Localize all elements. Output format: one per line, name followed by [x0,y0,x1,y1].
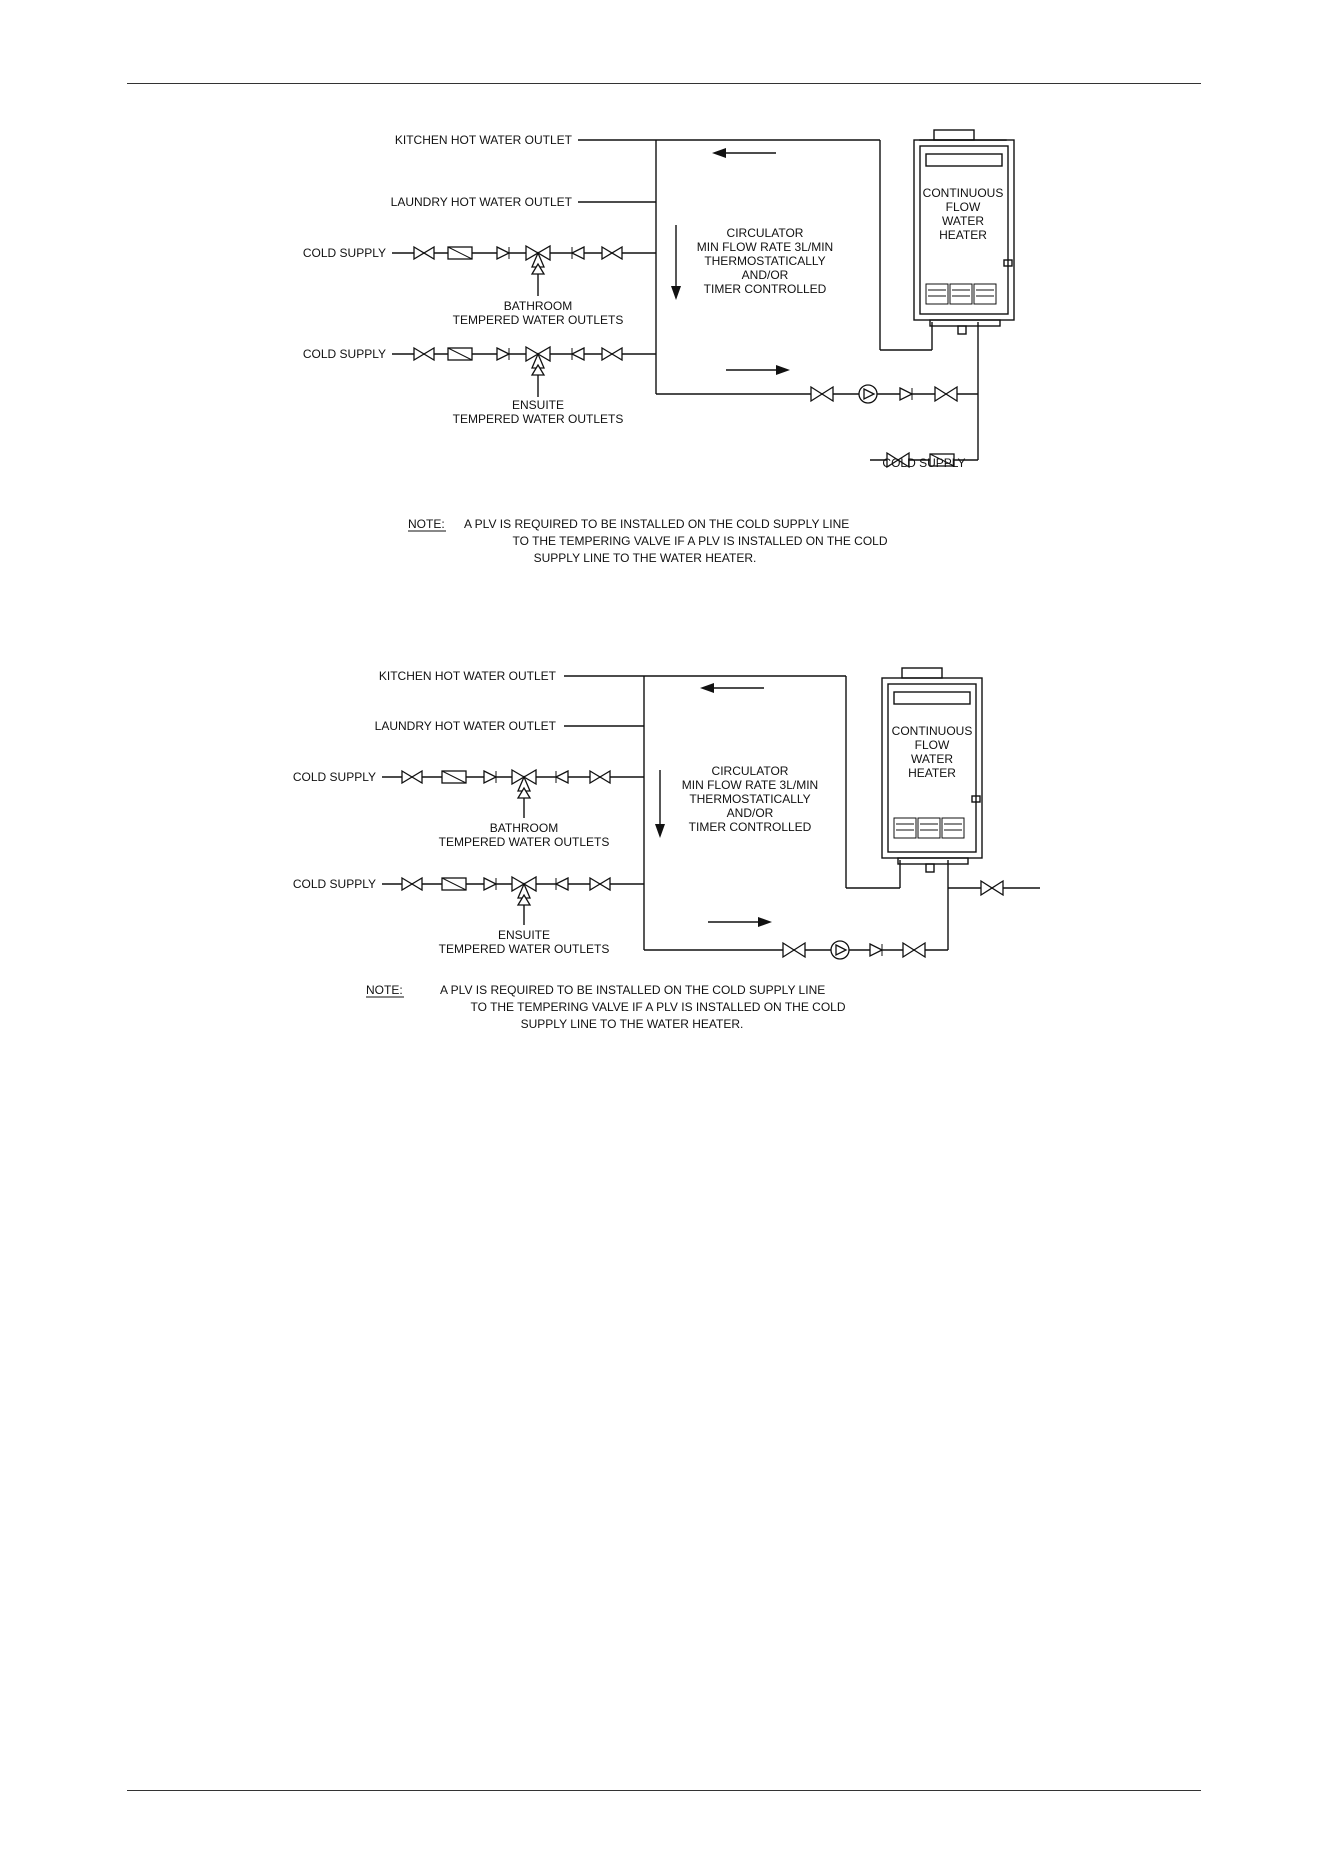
flow-arrow-left [700,683,764,693]
pump-icon [830,940,850,960]
flow-arrow-down [671,225,681,300]
kitchen-hot-water-outlet-label: KITCHEN HOT WATER OUTLET [379,669,557,683]
check-valve-icon [483,769,498,785]
svg-text:WATER: WATER [942,214,984,228]
strainer-icon [447,246,473,260]
cold-supply-label: COLD SUPPLY [303,347,386,361]
check-valve-icon [570,245,585,261]
plumbing-diagram-2: KITCHEN HOT WATER OUTLET LAUNDRY HOT WAT… [293,667,1040,1031]
flow-arrow-right [708,917,772,927]
gate-valve-icon [413,245,435,261]
water-heater-label: CONTINUOUS FLOW WATER HEATER [892,724,973,780]
check-valve-icon [554,876,569,892]
gate-valve-icon [601,346,623,362]
gate-valve-icon [810,385,834,403]
svg-text:CIRCULATOR: CIRCULATOR [727,226,804,240]
gate-valve-icon [601,245,623,261]
svg-text:SUPPLY LINE TO THE WATER HEATE: SUPPLY LINE TO THE WATER HEATER. [521,1017,744,1031]
svg-text:TIMER CONTROLLED: TIMER CONTROLLED [704,282,827,296]
gate-valve-icon [589,876,611,892]
gate-valve-icon [401,876,423,892]
header-rule [127,83,1201,84]
check-valve-icon [496,245,511,261]
svg-text:TIMER CONTROLLED: TIMER CONTROLLED [689,820,812,834]
svg-text:NOTE:: NOTE: [366,983,403,997]
plumbing-diagram-1: KITCHEN HOT WATER OUTLET LAUNDRY HOT WAT… [303,129,1015,565]
footer-rule [127,1790,1201,1791]
flow-arrow-left [712,148,776,158]
strainer-icon [441,770,467,784]
cold-supply-label: COLD SUPPLY [882,456,965,470]
check-valve-icon [483,876,498,892]
tempering-valve-icon [511,768,537,792]
svg-text:CONTINUOUS: CONTINUOUS [892,724,973,738]
check-valve-icon [554,769,569,785]
check-valve-icon [496,346,511,362]
svg-text:THERMOSTATICALLY: THERMOSTATICALLY [689,792,810,806]
ensuite-label: ENSUITE [512,398,564,412]
svg-text:FLOW: FLOW [946,200,981,214]
flow-arrow-right [726,365,790,375]
ensuite-label: ENSUITE [498,928,550,942]
svg-text:AND/OR: AND/OR [742,268,789,282]
svg-text:A PLV IS REQUIRED TO BE INSTAL: A PLV IS REQUIRED TO BE INSTALLED ON THE… [464,517,849,531]
strainer-icon [929,453,955,467]
svg-text:HEATER: HEATER [939,228,987,242]
check-valve-icon [899,386,914,402]
svg-text:THERMOSTATICALLY: THERMOSTATICALLY [704,254,825,268]
water-heater-icon [913,129,1015,335]
svg-text:MIN FLOW RATE 3L/MIN: MIN FLOW RATE 3L/MIN [697,240,833,254]
kitchen-hot-water-outlet-label: KITCHEN HOT WATER OUTLET [395,133,573,147]
strainer-icon [447,347,473,361]
circulator-note: CIRCULATOR MIN FLOW RATE 3L/MIN THERMOST… [682,764,818,834]
tempering-valve-icon [511,875,537,899]
svg-text:AND/OR: AND/OR [727,806,774,820]
tempered-water-outlets-label: TEMPERED WATER OUTLETS [453,412,624,426]
bathroom-label: BATHROOM [504,299,572,313]
svg-text:MIN FLOW RATE 3L/MIN: MIN FLOW RATE 3L/MIN [682,778,818,792]
svg-text:HEATER: HEATER [908,766,956,780]
svg-text:NOTE:: NOTE: [408,517,445,531]
svg-text:CONTINUOUS: CONTINUOUS [923,186,1004,200]
svg-text:TO THE TEMPERING VALVE IF A PL: TO THE TEMPERING VALVE IF A PLV IS INSTA… [513,534,888,548]
water-heater-label: CONTINUOUS FLOW WATER HEATER [923,186,1004,242]
tempered-water-outlets-label: TEMPERED WATER OUTLETS [453,313,624,327]
pump-icon [858,384,878,404]
svg-text:WATER: WATER [911,752,953,766]
circulator-note: CIRCULATOR MIN FLOW RATE 3L/MIN THERMOST… [697,226,833,296]
svg-text:CIRCULATOR: CIRCULATOR [712,764,789,778]
strainer-icon [441,877,467,891]
cold-supply-label: COLD SUPPLY [293,770,376,784]
laundry-hot-water-outlet-label: LAUNDRY HOT WATER OUTLET [375,719,557,733]
check-valve-icon [869,942,884,958]
gate-valve-icon [401,769,423,785]
gate-valve-icon [413,346,435,362]
flow-arrow-down [655,770,665,838]
plv-note: NOTE: A PLV IS REQUIRED TO BE INSTALLED … [408,517,888,565]
svg-text:TO THE TEMPERING VALVE IF A PL: TO THE TEMPERING VALVE IF A PLV IS INSTA… [471,1000,846,1014]
plv-note: NOTE: A PLV IS REQUIRED TO BE INSTALLED … [366,983,846,1031]
gate-valve-icon [902,941,926,959]
gate-valve-icon [782,941,806,959]
cold-supply-label: COLD SUPPLY [293,877,376,891]
laundry-hot-water-outlet-label: LAUNDRY HOT WATER OUTLET [391,195,573,209]
cold-supply-label: COLD SUPPLY [303,246,386,260]
bathroom-label: BATHROOM [490,821,558,835]
tempering-valve-icon [525,244,551,268]
water-heater-icon [881,667,983,873]
gate-valve-icon [980,879,1004,897]
gate-valve-icon [886,451,910,469]
svg-text:FLOW: FLOW [915,738,950,752]
gate-valve-icon [589,769,611,785]
svg-text:A PLV IS REQUIRED TO BE INSTAL: A PLV IS REQUIRED TO BE INSTALLED ON THE… [440,983,825,997]
svg-text:SUPPLY LINE TO THE WATER HEATE: SUPPLY LINE TO THE WATER HEATER. [534,551,757,565]
check-valve-icon [570,346,585,362]
gate-valve-icon [934,385,958,403]
tempered-water-outlets-label: TEMPERED WATER OUTLETS [439,835,610,849]
tempered-water-outlets-label: TEMPERED WATER OUTLETS [439,942,610,956]
